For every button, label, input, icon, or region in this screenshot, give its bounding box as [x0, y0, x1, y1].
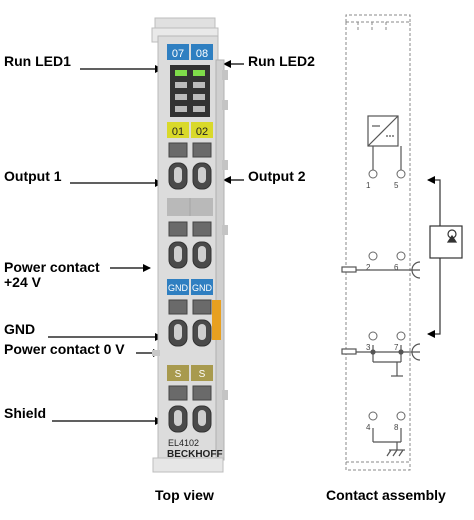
run-led1	[175, 70, 187, 76]
shield-labels: S S	[167, 365, 213, 381]
led-number-2: 08	[196, 48, 208, 60]
shield-label: Shield	[4, 405, 47, 421]
channel-number-2: 02	[196, 126, 208, 138]
run-led2	[193, 70, 205, 76]
spring-terminal	[168, 385, 188, 433]
spring-terminal	[192, 142, 212, 190]
pin-number: 1	[366, 181, 371, 190]
pin-number: 7	[394, 343, 399, 352]
pin-number: 6	[394, 263, 399, 272]
top-view-caption: Top view	[155, 487, 214, 503]
led-number-labels: 07 08	[167, 44, 213, 60]
label-pointer-lines	[48, 60, 244, 425]
gnd-labels: GND GND	[167, 279, 213, 295]
converter-block	[367, 115, 402, 173]
power-contact-0v-label: Power contact 0 V	[4, 341, 125, 357]
gnd-label: GND	[4, 321, 36, 337]
contact-pin	[368, 169, 378, 179]
output2-label: Output 2	[248, 168, 306, 184]
external-source	[427, 176, 463, 338]
power-contact-24v-label-line2: +24 V	[4, 274, 41, 290]
contact-pin	[368, 251, 378, 261]
shield-text-2: S	[199, 369, 206, 380]
power-contacts	[341, 261, 421, 377]
contact-assembly-caption: Contact assembly	[326, 487, 446, 503]
spring-terminal	[168, 299, 188, 347]
led-number-1: 07	[172, 48, 184, 60]
brand-label: BECKHOFF	[167, 449, 223, 460]
pin-number: 3	[366, 343, 371, 352]
channel-labels: 01 02	[167, 122, 213, 138]
pin-number: 8	[394, 423, 399, 432]
run-led1-label: Run LED1	[4, 53, 71, 69]
model-label: EL4102	[168, 438, 199, 448]
spring-terminal	[168, 221, 188, 269]
gnd-text-2: GND	[192, 283, 213, 293]
contact-pins: 1 5 2 6 3 7 4 8	[366, 169, 406, 432]
pin-number: 5	[394, 181, 399, 190]
contact-pin	[368, 331, 378, 341]
shield-earth	[372, 428, 405, 457]
spring-terminal	[192, 299, 212, 347]
spring-terminal	[192, 385, 212, 433]
spring-terminal	[192, 221, 212, 269]
pin-number: 4	[366, 423, 371, 432]
led-window	[170, 65, 210, 117]
run-led2-label: Run LED2	[248, 53, 315, 69]
contact-pin	[396, 251, 406, 261]
spring-terminal	[168, 142, 188, 190]
contact-pin	[396, 411, 406, 421]
output1-label: Output 1	[4, 168, 62, 184]
shield-text-1: S	[175, 369, 182, 380]
channel-number-1: 01	[172, 126, 184, 138]
gnd-text-1: GND	[168, 283, 189, 293]
contact-pin	[396, 331, 406, 341]
contact-assembly-outline	[345, 14, 411, 471]
contact-pin	[368, 411, 378, 421]
contact-pin	[396, 169, 406, 179]
pin-number: 2	[366, 263, 371, 272]
spring-terminals	[168, 142, 212, 433]
power-contact-24v-label-line1: Power contact	[4, 259, 100, 275]
power-contact-strip	[212, 300, 221, 340]
